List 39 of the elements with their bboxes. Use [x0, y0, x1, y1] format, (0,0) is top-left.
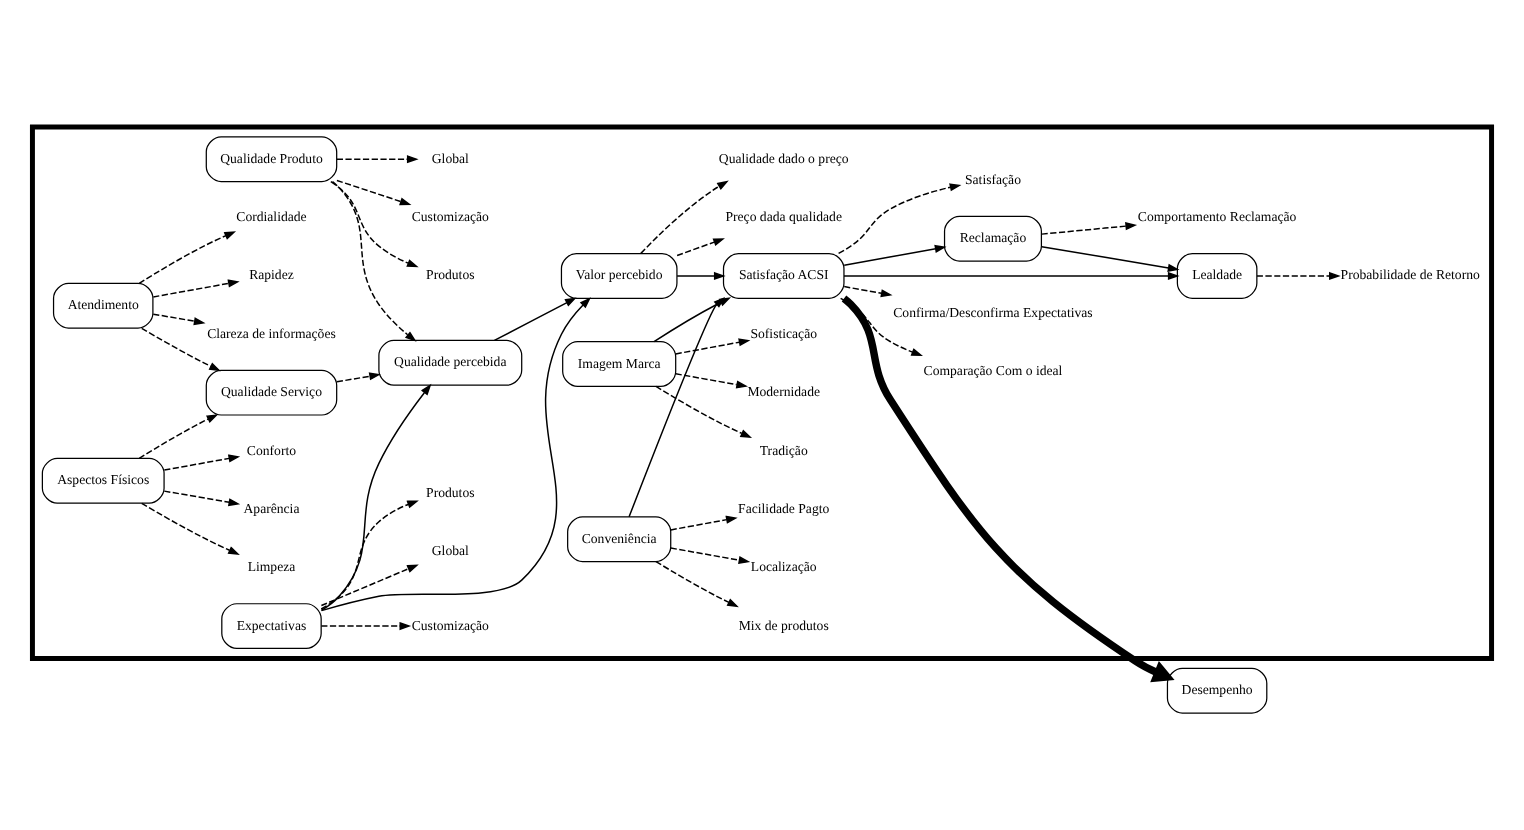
arrow: [628, 297, 726, 518]
arrow: [152, 279, 240, 298]
arrow: [676, 238, 725, 257]
arrow: [163, 490, 241, 507]
arrow: [330, 180, 419, 268]
arrow: [676, 271, 726, 280]
arrow: [138, 231, 237, 285]
arrow: [841, 295, 1175, 683]
arrow: [320, 500, 419, 610]
arrow: [1256, 271, 1341, 280]
arrow: [163, 454, 241, 471]
arrow: [843, 271, 1180, 280]
arrow: [675, 373, 748, 389]
cluster: [29, 124, 1495, 661]
arrow: [655, 385, 753, 439]
arrow: [138, 414, 219, 460]
arrow: [320, 622, 412, 631]
arrow: [670, 547, 751, 565]
arrow: [493, 297, 577, 342]
arrow: [140, 502, 240, 555]
arrow: [336, 155, 419, 164]
arrow: [140, 327, 221, 372]
arrow: [640, 180, 729, 255]
arrow: [152, 313, 206, 326]
arrow: [1041, 222, 1138, 235]
arrow: [336, 372, 381, 383]
arrow: [320, 383, 432, 612]
arrow: [320, 564, 419, 607]
arrow: [843, 244, 947, 266]
arrow: [336, 179, 412, 206]
arrow: [320, 297, 591, 612]
arrow: [837, 183, 962, 255]
arrow: [675, 338, 751, 355]
arrow: [843, 285, 893, 298]
arrow: [1041, 245, 1180, 272]
arrow: [839, 297, 923, 357]
arrow: [655, 560, 739, 608]
arrow: [670, 515, 738, 531]
arrow: [331, 180, 417, 342]
